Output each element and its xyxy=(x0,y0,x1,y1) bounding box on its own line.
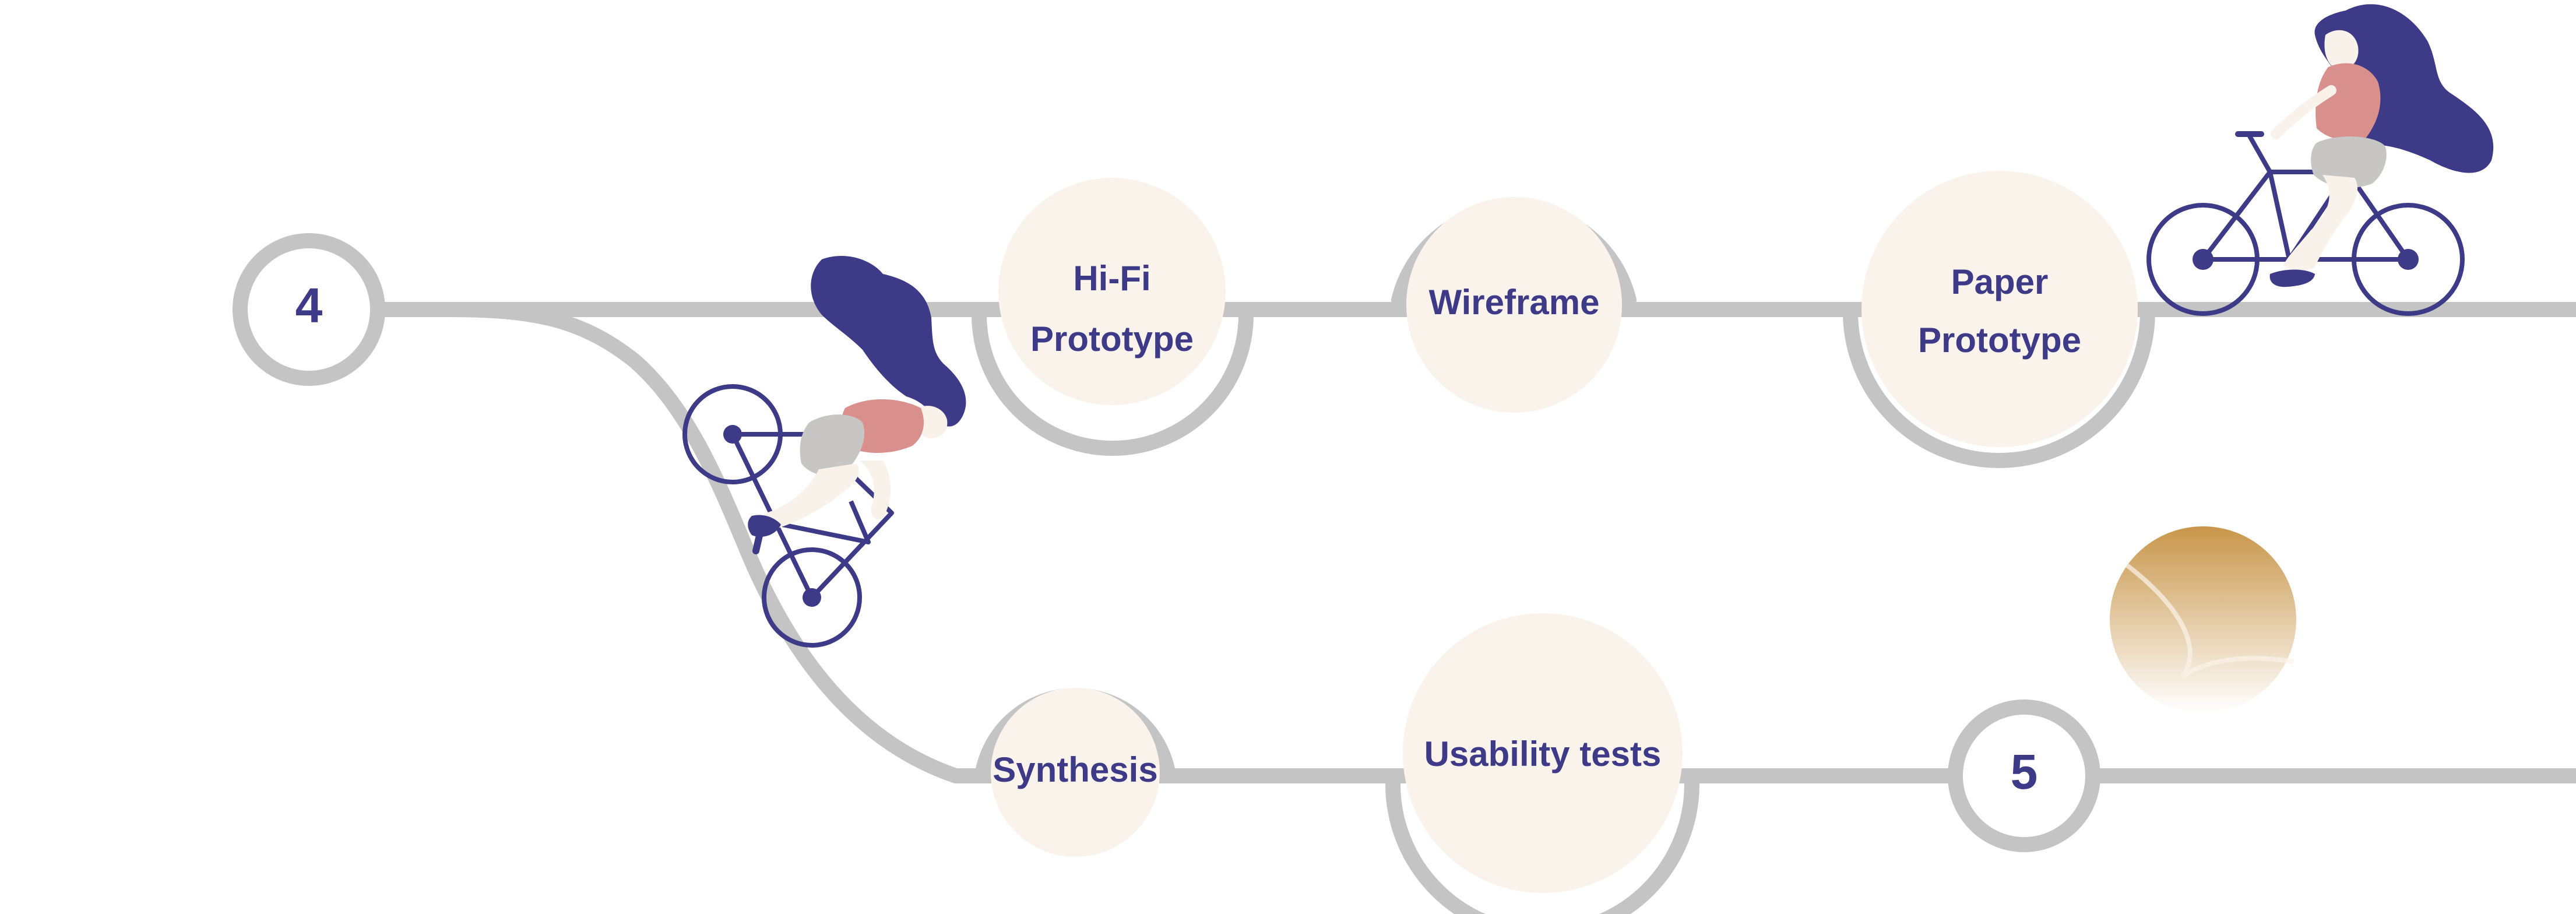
step-start-label: 4 xyxy=(295,278,323,333)
stage-synthesis-circle xyxy=(991,688,1160,857)
stage-hi-fi-arc xyxy=(972,307,1254,456)
stage-usability-circle xyxy=(1403,613,1683,893)
cyclist-riding-downhill-icon xyxy=(682,256,966,648)
sun-icon xyxy=(2110,526,2296,713)
shorts xyxy=(800,414,865,476)
leg xyxy=(2283,175,2357,271)
shorts xyxy=(2311,136,2387,188)
stage-hi-fi-label-2: Prototype xyxy=(1030,319,1194,358)
stage-hi-fi-label-1: Hi-Fi xyxy=(1073,259,1150,298)
step-end-label: 5 xyxy=(2011,744,2038,799)
stage-synthesis-label: Synthesis xyxy=(993,750,1157,789)
cyclist-riding-right-icon xyxy=(2146,4,2494,316)
stage-wireframe: Wireframe xyxy=(1391,197,1637,413)
stage-synthesis: Synthesis xyxy=(974,688,1176,857)
stage-hi-fi-circle xyxy=(998,178,1226,405)
step-start-circle xyxy=(233,233,385,386)
shoe xyxy=(748,515,781,537)
stage-paper: Paper Prototype xyxy=(1843,171,2155,468)
stage-wireframe-label: Wireframe xyxy=(1429,283,1600,322)
step-end-circle xyxy=(1948,699,2100,852)
shoe xyxy=(2269,269,2315,287)
stage-usability: Usability tests xyxy=(1385,613,1699,914)
descending-route xyxy=(435,302,993,783)
arm xyxy=(2271,85,2336,139)
stage-paper-label-2: Prototype xyxy=(1918,321,2081,360)
stage-usability-label: Usability tests xyxy=(1424,734,1662,774)
step-end: 5 xyxy=(1948,699,2100,852)
front-wheel xyxy=(762,547,862,648)
stage-paper-circle xyxy=(1861,171,2138,447)
stage-paper-arc xyxy=(1843,304,2155,468)
shirt xyxy=(2315,63,2381,141)
stage-hi-fi: Hi-Fi Prototype xyxy=(972,178,1254,456)
legs xyxy=(759,460,891,532)
stage-paper-label-1: Paper xyxy=(1951,262,2049,301)
stage-wireframe-circle xyxy=(1406,197,1622,413)
step-start: 4 xyxy=(233,233,385,386)
face xyxy=(916,406,948,438)
stage-usability-arc xyxy=(1385,776,1699,914)
hair xyxy=(811,256,966,427)
skin-face xyxy=(2324,30,2359,71)
